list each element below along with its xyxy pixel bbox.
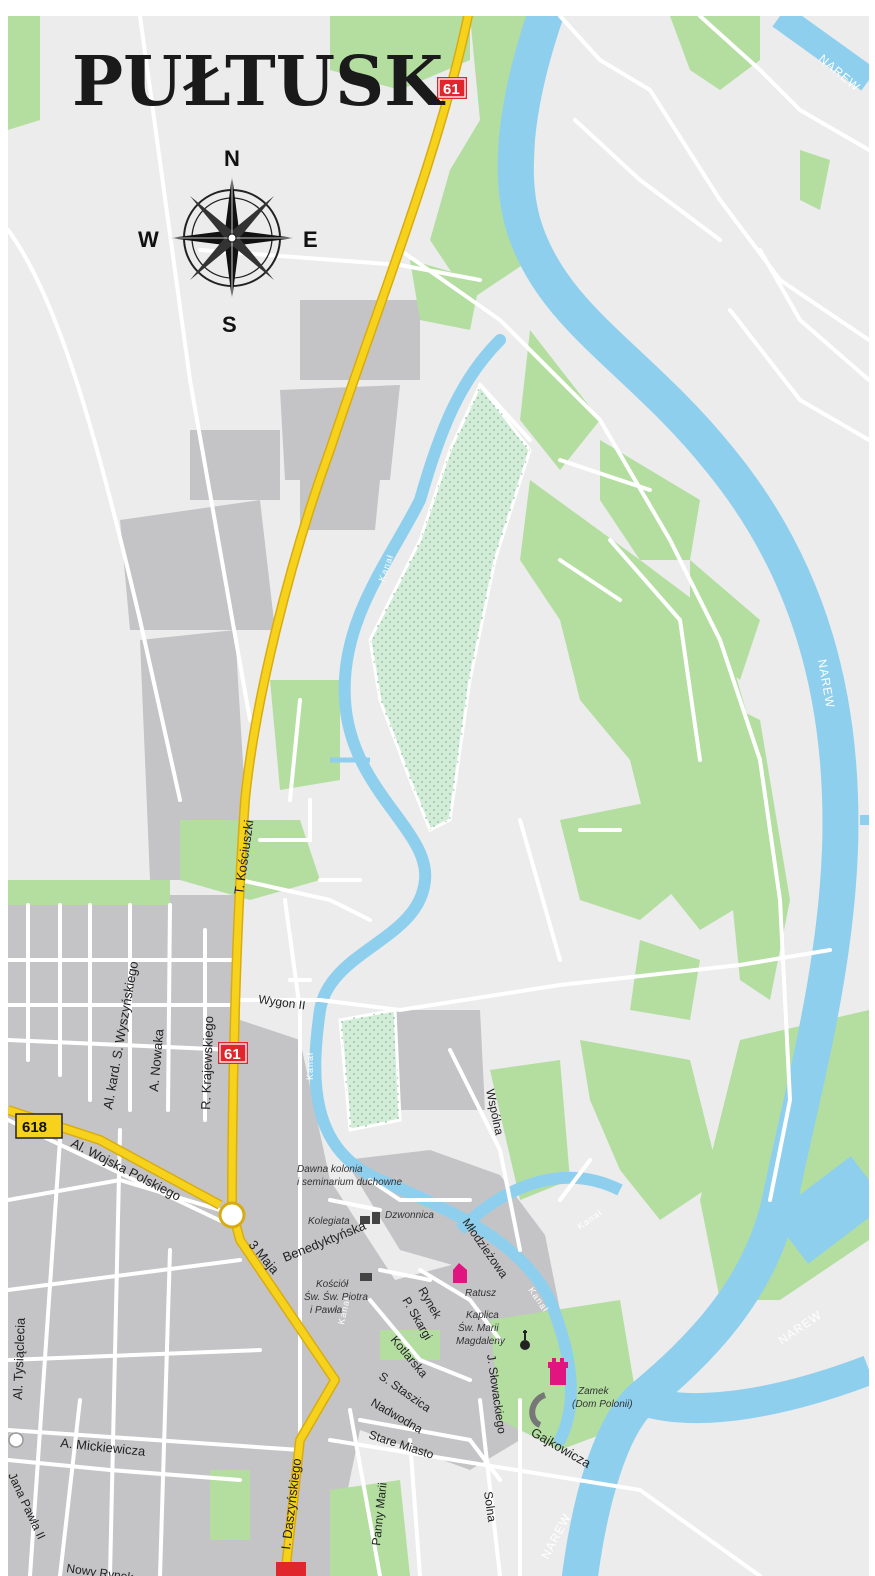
narew-branch-east [771,1156,875,1264]
compass-west-label: W [138,227,159,252]
label-kolonia-line2: i seminarium duchowne [297,1177,402,1188]
chapel-cross-icon [523,1330,527,1340]
shield-61-mid-label: 61 [224,1046,241,1063]
compass-rose-icon [170,175,295,300]
narew-branch-top [772,5,875,91]
map-title: PUŁTUSK [72,42,446,122]
label-street-solna: Solna [481,1490,499,1523]
label-kaplica-line2: Św. Marii [458,1321,499,1334]
label-dzwonnica: Dzwonnica [385,1210,434,1221]
label-kosciol-line1: Kościół [316,1279,349,1290]
kanal-channel [309,334,577,1446]
shield-61-top[interactable]: 61 [437,77,467,99]
ratusz-icon [453,1263,467,1283]
landmark-symbols [360,1212,568,1428]
wetland-pattern-south [340,1010,400,1130]
narew-river [497,0,859,1576]
label-kosciol-line2: Św. Św. Piotra [304,1290,368,1303]
label-kaplica-line3: Magdaleny [456,1336,506,1347]
compass-east-label: E [303,227,318,252]
label-street-wygon: Wygon II [258,992,307,1012]
minor-roads [6,14,871,1576]
frame-top [0,0,875,16]
shield-61-bottom[interactable] [276,1562,306,1576]
shield-618[interactable]: 618 [15,1113,63,1139]
label-zamek-line1: Zamek [577,1386,610,1397]
label-street-krajewskiego: R. Krajewskiego [198,1016,216,1110]
compass-north-label: N [224,146,240,171]
narew-branch-south [635,1355,875,1423]
label-street-tysiaclecia: Al. Tysiąclecia [10,1317,28,1400]
label-kaplica-line1: Kaplica [466,1310,499,1321]
shield-61-top-label: 61 [443,81,460,98]
label-kosciol-line3: i Pawła [310,1305,343,1316]
roundabout[interactable] [218,1201,246,1229]
label-kolegiata: Kolegiata [308,1216,350,1227]
label-street-panny-marii: Panny Marii [369,1482,390,1546]
label-zamek-line2: (Dom Polonii) [572,1399,633,1410]
label-kolonia-line1: Dawna kolonia [297,1164,363,1175]
compass-south-label: S [222,312,237,337]
shield-618-label: 618 [22,1119,47,1136]
shield-61-mid[interactable]: 61 [218,1042,248,1064]
label-ratusz: Ratusz [465,1288,496,1299]
castle-icon [548,1358,568,1385]
frame-left [0,0,8,1576]
frame-right [869,0,875,1576]
roundabout-west[interactable] [8,1432,24,1448]
label-street-nowaka: A. Nowaka [146,1028,166,1093]
kanal-east-branch [455,1171,623,1235]
wetland-pattern [370,385,530,830]
label-kanal-2: Kanał [305,1052,315,1080]
castle-wall-icon [529,1392,547,1428]
